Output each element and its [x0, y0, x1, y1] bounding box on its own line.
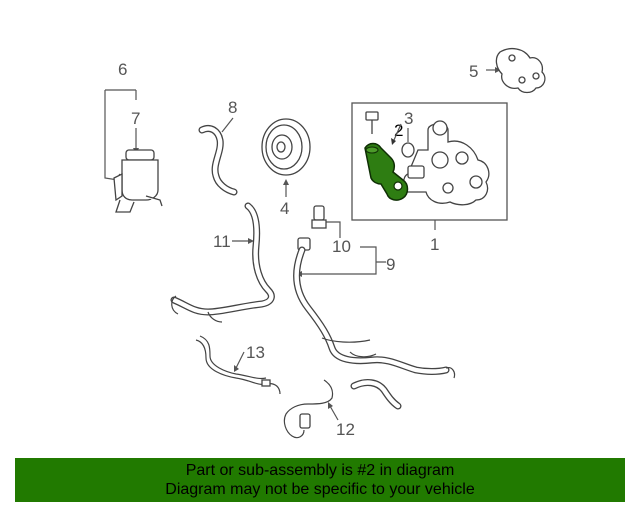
callout-8: 8 — [228, 98, 237, 117]
banner-line-2: Diagram may not be specific to your vehi… — [165, 481, 475, 498]
power-steering-pump — [402, 120, 490, 206]
parts-diagram: 1 2 3 4 5 6 7 8 9 10 11 12 13 — [104, 47, 546, 439]
callout-9: 9 — [386, 255, 395, 274]
pulley-part — [261, 118, 311, 176]
bolt-part — [365, 111, 379, 134]
callout-6: 6 — [118, 60, 127, 79]
reservoir-part — [113, 149, 163, 213]
cooler-tube-13 — [195, 335, 281, 395]
callout-3: 3 — [404, 109, 413, 128]
callout-11: 11 — [213, 232, 231, 251]
hose-8 — [198, 124, 238, 196]
callout-1: 1 — [430, 235, 439, 254]
o-ring-part — [401, 142, 415, 158]
info-banner: Part or sub-assembly is #2 in diagram Di… — [15, 458, 625, 502]
callout-12: 12 — [336, 420, 355, 439]
pressure-switch-part — [297, 205, 327, 251]
return-tube-11 — [170, 202, 275, 323]
bracket-part — [495, 47, 546, 94]
hose-12 — [283, 379, 402, 439]
callout-4: 4 — [280, 199, 289, 218]
callout-5: 5 — [469, 62, 478, 81]
pump-assembly-box — [351, 102, 508, 221]
banner-line-1: Part or sub-assembly is #2 in diagram — [185, 462, 455, 479]
callout-10: 10 — [332, 237, 351, 256]
pressure-hose-9 — [293, 246, 456, 379]
callout-7: 7 — [131, 109, 140, 128]
callout-13: 13 — [246, 343, 265, 362]
highlighted-part-2 — [364, 142, 409, 201]
leader-lines — [104, 67, 501, 421]
